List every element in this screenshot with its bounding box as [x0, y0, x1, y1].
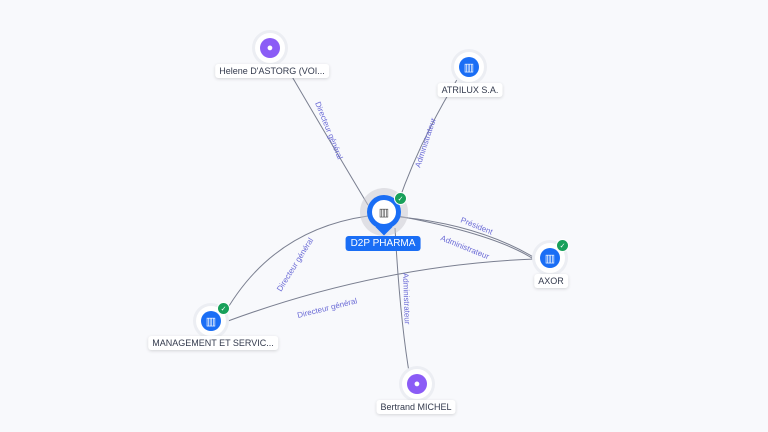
- node-label[interactable]: Helene D'ASTORG (VOI...: [215, 64, 329, 78]
- company-node-axor[interactable]: ▥✓: [535, 239, 569, 273]
- center-node-label[interactable]: D2P PHARMA: [345, 236, 421, 251]
- building-icon: ▥: [540, 248, 560, 268]
- edge-d2p-management: [221, 215, 369, 319]
- node-label[interactable]: ATRILUX S.A.: [437, 83, 503, 97]
- person-icon: ●: [407, 374, 427, 394]
- edge-label: Administrateur: [413, 116, 438, 168]
- verified-check-icon: ✓: [217, 302, 230, 315]
- edge-axor-management: [227, 258, 536, 322]
- edge-label: Président: [459, 216, 494, 237]
- building-icon: ▥: [201, 311, 221, 331]
- company-node-atrilux[interactable]: ▥: [454, 52, 484, 82]
- node-label[interactable]: Bertrand MICHEL: [376, 400, 456, 414]
- building-icon: ▥: [372, 200, 396, 224]
- center-node-d2p[interactable]: ▥ ✓: [367, 192, 407, 236]
- building-icon: ▥: [459, 57, 479, 77]
- edge-label: Directeur général: [313, 100, 344, 160]
- edge-d2p-axor-1: [399, 216, 536, 259]
- verified-check-icon: ✓: [394, 192, 407, 205]
- edge-label: Administrateur: [439, 234, 491, 262]
- edge-label: Directeur général: [275, 236, 315, 293]
- node-label[interactable]: MANAGEMENT ET SERVIC...: [148, 336, 278, 350]
- node-label[interactable]: AXOR: [534, 274, 568, 288]
- verified-check-icon: ✓: [556, 239, 569, 252]
- edge-helene-d2p: [286, 67, 369, 206]
- edge-label: Directeur général: [296, 296, 358, 320]
- edge-d2p-axor-2: [397, 215, 539, 263]
- person-node-helene[interactable]: ●: [255, 33, 285, 63]
- company-node-management[interactable]: ▥✓: [196, 302, 230, 336]
- person-node-bertrand[interactable]: ●: [402, 369, 432, 399]
- person-icon: ●: [260, 38, 280, 58]
- edge-label: Administrateur: [401, 273, 412, 325]
